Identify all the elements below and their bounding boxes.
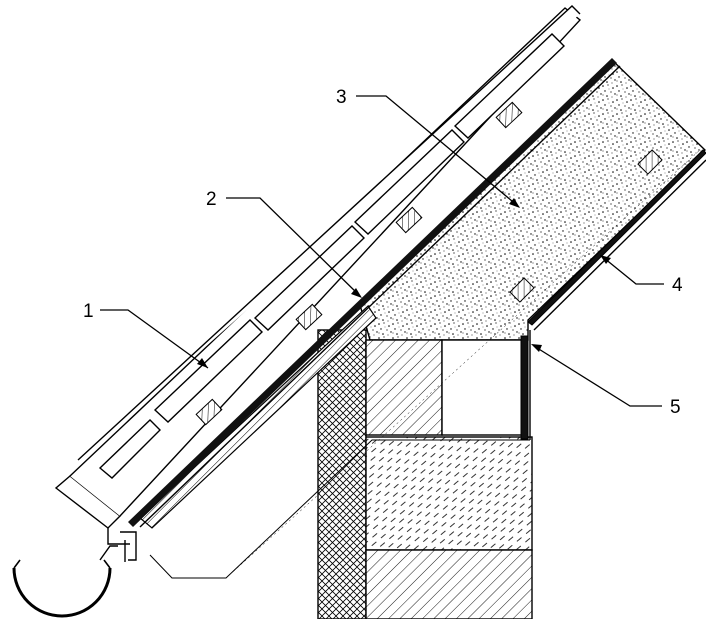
callout-3-label: 3	[336, 87, 347, 108]
callout-1-label: 1	[83, 301, 94, 322]
callout-5-label: 5	[670, 397, 681, 418]
lower-block	[365, 549, 533, 619]
callout-2-label: 2	[206, 189, 217, 210]
upper-block-left	[365, 339, 443, 436]
callout-leaders	[100, 95, 664, 407]
tile-battens	[195, 101, 523, 426]
rafter-strip	[139, 305, 377, 529]
inner-battens	[509, 149, 663, 303]
eave-fascia	[107, 528, 137, 562]
wall-vapour-barrier	[520, 335, 529, 440]
gutter	[12, 567, 112, 618]
masonry-wall	[317, 329, 367, 619]
roof-underlay-membrane	[128, 58, 617, 527]
middle-block	[365, 436, 533, 551]
callout-4-label: 4	[672, 275, 683, 296]
callout-arrowheads	[197, 198, 611, 368]
upper-block-void	[441, 339, 523, 436]
interior-lining-membrane	[527, 149, 706, 326]
